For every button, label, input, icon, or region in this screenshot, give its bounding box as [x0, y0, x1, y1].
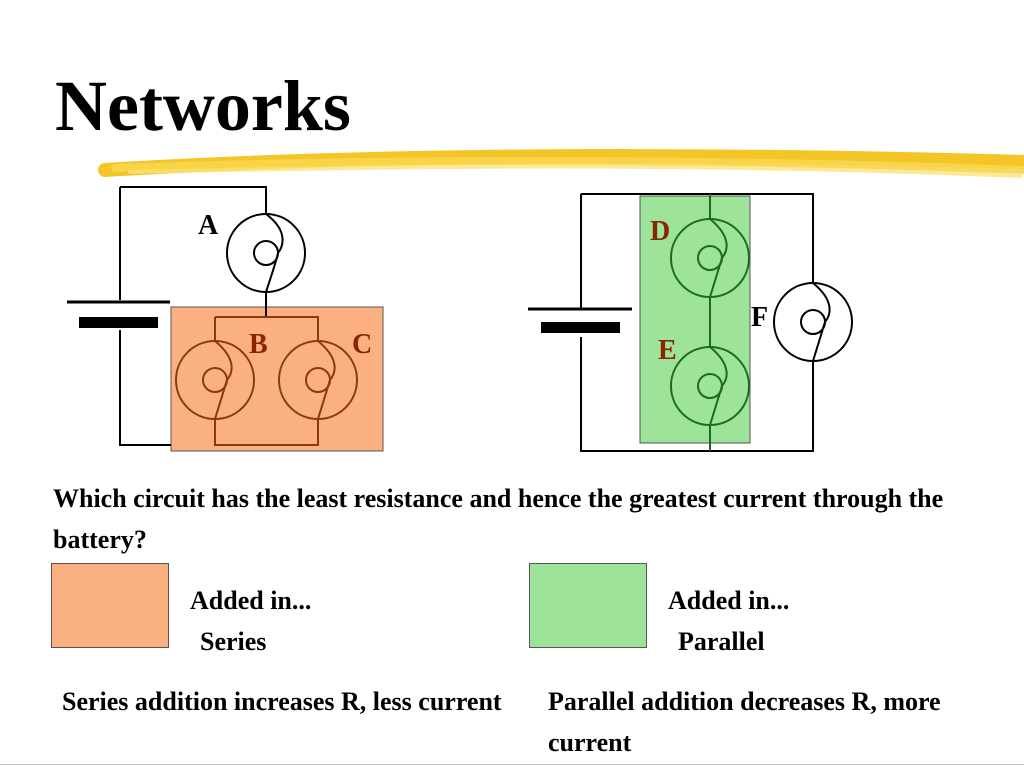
question-text: Which circuit has the least resistance a… — [53, 484, 944, 554]
series-added-text: Added in... — [190, 586, 312, 615]
series-color-swatch — [51, 563, 169, 648]
bulb-c-icon — [278, 340, 358, 420]
label-a: A — [198, 210, 219, 241]
parallel-added-text: Added in... — [668, 586, 790, 615]
label-b: B — [249, 329, 268, 360]
parallel-circuit: D E F — [528, 193, 853, 452]
bulb-b-icon — [175, 340, 255, 420]
bulb-f-icon — [773, 282, 853, 362]
parallel-highlight-box — [639, 195, 751, 444]
bulb-d-icon — [670, 218, 750, 298]
slide-bottom-divider — [0, 764, 1024, 765]
series-added-label: Added in... Series — [190, 580, 311, 662]
series-note: Series addition increases R, less curren… — [62, 687, 502, 716]
battery-icon — [528, 307, 632, 333]
bulb-a-icon — [226, 213, 306, 293]
circuit-diagrams: A B C — [67, 186, 853, 452]
label-d: D — [650, 216, 670, 247]
bulb-e-icon — [670, 346, 750, 426]
title-underline-stroke — [98, 149, 1024, 178]
parallel-color-swatch — [529, 563, 647, 648]
label-c: C — [352, 329, 372, 360]
parallel-added-label: Added in... Parallel — [668, 580, 789, 662]
parallel-note: Parallel addition decreases R, more curr… — [548, 687, 941, 757]
series-highlight-box — [170, 306, 384, 452]
label-e: E — [658, 335, 677, 366]
slide-title: Networks — [55, 66, 351, 146]
battery-icon — [67, 300, 170, 328]
parallel-mode-text: Parallel — [678, 627, 765, 656]
label-f: F — [751, 302, 768, 333]
series-mode-text: Series — [200, 627, 267, 656]
series-circuit: A B C — [67, 186, 384, 452]
